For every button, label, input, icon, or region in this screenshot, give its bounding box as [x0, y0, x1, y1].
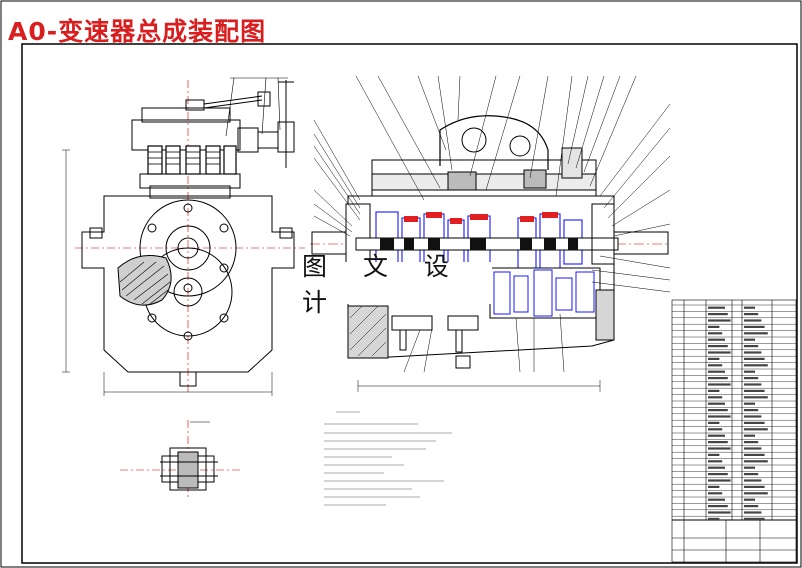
parts-list-entry — [744, 345, 759, 348]
parts-list-entry — [744, 517, 765, 520]
parts-list-entry — [744, 396, 768, 399]
parts-list-entry — [708, 338, 725, 341]
parts-list-entry — [744, 351, 762, 354]
parts-list-entry — [708, 389, 720, 392]
parts-list-entry — [744, 325, 765, 328]
parts-list-entry — [744, 505, 759, 508]
inner-border — [21, 43, 798, 564]
parts-list-rows — [672, 304, 796, 517]
parts-list-entry — [744, 332, 768, 335]
parts-list-entry — [708, 345, 728, 348]
parts-list-entry — [744, 460, 768, 463]
parts-list-entry — [708, 409, 728, 412]
parts-list-entry — [708, 383, 731, 386]
parts-list-entry — [744, 466, 755, 469]
parts-list-entry — [744, 441, 759, 444]
parts-list-entry — [744, 492, 768, 495]
parts-list-entry — [744, 319, 762, 322]
parts-list-entry — [708, 434, 725, 437]
parts-list-entry — [708, 377, 728, 380]
parts-list-entry — [708, 492, 723, 495]
parts-list-entry — [708, 306, 725, 309]
parts-list-entry — [744, 357, 765, 360]
parts-list-entry — [708, 332, 723, 335]
parts-list-entry — [708, 505, 728, 508]
drawing-title: A0-变速器总成装配图 — [8, 17, 267, 46]
parts-list-entry — [744, 402, 755, 405]
parts-list-entry — [744, 511, 762, 514]
parts-list-entry — [708, 421, 720, 424]
parts-list-entry — [744, 389, 765, 392]
parts-list-entry — [708, 396, 723, 399]
parts-list-entry — [744, 485, 765, 488]
parts-list-entry — [744, 338, 755, 341]
parts-list-entry — [708, 441, 728, 444]
parts-list-entry — [744, 479, 762, 482]
parts-list-entry — [708, 466, 725, 469]
parts-list-entry — [708, 351, 731, 354]
parts-list-entry — [708, 325, 720, 328]
parts-list-entry — [744, 409, 759, 412]
parts-list-entry — [744, 313, 759, 316]
parts-list-entry — [744, 453, 765, 456]
parts-list-entry — [708, 428, 723, 431]
technical-requirements — [324, 411, 452, 506]
parts-list-entry — [708, 415, 731, 418]
parts-list-entry — [708, 473, 728, 476]
main-section-view — [310, 75, 671, 392]
parts-list-entry — [708, 370, 725, 373]
parts-list-entry — [708, 498, 725, 501]
parts-list-entry — [708, 453, 720, 456]
parts-list-entry — [744, 415, 762, 418]
parts-list-entry — [744, 434, 755, 437]
parts-list-entry — [708, 479, 731, 482]
parts-list-entry — [744, 306, 755, 309]
parts-list-entry — [708, 460, 723, 463]
parts-list-entry — [744, 370, 755, 373]
side-view — [62, 77, 305, 396]
parts-list-entry — [708, 447, 731, 450]
parts-list-entry — [708, 485, 720, 488]
parts-list-entry — [708, 319, 731, 322]
parts-list-entry — [744, 377, 759, 380]
parts-list-table — [671, 299, 797, 563]
parts-list-entry — [744, 498, 755, 501]
parts-list-entry — [744, 473, 759, 476]
watermark: 图 文 设 计 — [302, 252, 492, 317]
parts-list-entry — [744, 421, 765, 424]
parts-list-entry — [744, 428, 768, 431]
parts-list-entry — [744, 383, 762, 386]
parts-list-entry — [744, 447, 762, 450]
parts-list-entry — [708, 313, 728, 316]
parts-list-entry — [708, 511, 731, 514]
parts-list-entry — [744, 364, 768, 367]
parts-list-fill — [708, 306, 768, 520]
parts-list-entry — [708, 517, 720, 520]
parts-list-entry — [708, 402, 725, 405]
parts-list-entry — [708, 357, 720, 360]
section-a-a-view — [120, 420, 240, 500]
parts-list-entry — [708, 364, 723, 367]
